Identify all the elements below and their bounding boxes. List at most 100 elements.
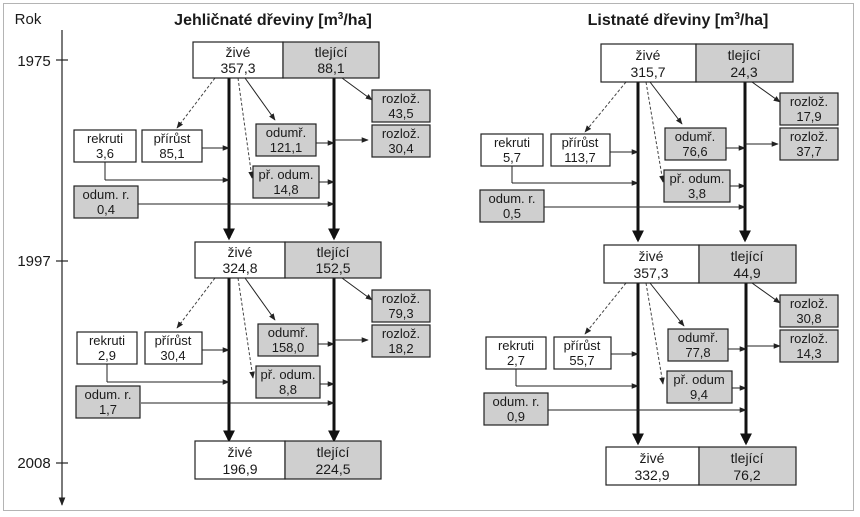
recruits-box-conifer-1: rekruti 3,6: [73, 129, 137, 163]
natural-mortality-box-conifer-1: př. odum. 14,8: [252, 165, 320, 199]
mortality-box-conifer-2: odumř. 158,0: [257, 323, 319, 357]
svg-text:24,3: 24,3: [730, 64, 757, 80]
svg-text:85,1: 85,1: [159, 146, 184, 161]
decay-box-conifer-2b: rozlož. 18,2: [371, 324, 431, 358]
svg-text:14,3: 14,3: [796, 346, 821, 361]
decay-box-broadleaf-1b: rozlož. 37,7: [779, 127, 839, 161]
svg-text:3,8: 3,8: [688, 186, 706, 201]
svg-text:0,9: 0,9: [507, 409, 525, 424]
decay-box-conifer-2a: rozlož. 79,3: [371, 289, 431, 323]
svg-text:odumř.: odumř.: [678, 330, 718, 345]
panel-title-broadleaf: Listnaté dřeviny [m3/ha]: [588, 11, 769, 29]
panel-conifer: Jehličnaté dřeviny [m3/ha]: [73, 11, 431, 480]
svg-text:živé: živé: [640, 450, 665, 466]
svg-text:odumř.: odumř.: [268, 325, 308, 340]
svg-text:živé: živé: [228, 444, 253, 460]
svg-text:rekruti: rekruti: [494, 135, 530, 150]
svg-text:357,3: 357,3: [220, 60, 255, 76]
increment-box-conifer-1: přírůst 85,1: [141, 129, 203, 163]
year-label-1997: 1997: [17, 253, 50, 270]
svg-text:113,7: 113,7: [564, 150, 596, 165]
svg-text:0,5: 0,5: [503, 206, 521, 221]
panel-title-conifer: Jehličnaté dřeviny [m3/ha]: [174, 11, 372, 29]
stock-box-broadleaf-1975: živé 315,7 tlející 24,3: [600, 43, 794, 83]
svg-text:rozlož.: rozlož.: [382, 91, 420, 106]
decay-box-broadleaf-1a: rozlož. 17,9: [779, 92, 839, 126]
svg-text:př. odum.: př. odum.: [259, 167, 314, 182]
stock-box-conifer-1975: živé 357,3 tlející 88,1: [192, 41, 380, 79]
svg-text:152,5: 152,5: [315, 260, 350, 276]
svg-text:živé: živé: [226, 44, 251, 60]
increment-box-broadleaf-1: přírůst 113,7: [550, 133, 611, 167]
svg-text:rekruti: rekruti: [498, 338, 534, 353]
stock-box-conifer-1997: živé 324,8 tlející 152,5: [194, 241, 382, 279]
arrows-conifer-period-1: [104, 77, 373, 241]
svg-text:př. odum: př. odum: [673, 372, 724, 387]
svg-text:324,8: 324,8: [222, 260, 257, 276]
decay-box-broadleaf-2a: rozlož. 30,8: [779, 294, 839, 328]
svg-text:odum. r.: odum. r.: [83, 187, 130, 202]
stock-box-broadleaf-2008: živé 332,9 tlející 76,2: [605, 446, 797, 486]
svg-text:357,3: 357,3: [633, 265, 668, 281]
svg-text:224,5: 224,5: [315, 461, 350, 477]
svg-text:rozlož.: rozlož.: [790, 296, 828, 311]
natural-mortality-box-broadleaf-1: př. odum. 3,8: [663, 169, 731, 203]
svg-text:315,7: 315,7: [630, 64, 665, 80]
svg-text:30,4: 30,4: [160, 348, 185, 363]
recruits-box-conifer-2: rekruti 2,9: [76, 331, 138, 365]
recruits-box-broadleaf-1: rekruti 5,7: [480, 133, 544, 167]
arrows-conifer-period-2: [106, 277, 373, 443]
decay-box-conifer-1a: rozlož. 43,5: [371, 89, 431, 123]
svg-text:14,8: 14,8: [273, 182, 298, 197]
svg-text:rozlož.: rozlož.: [790, 331, 828, 346]
svg-text:76,2: 76,2: [733, 467, 760, 483]
increment-box-broadleaf-2: přírůst 55,7: [553, 336, 612, 370]
svg-text:30,8: 30,8: [796, 311, 821, 326]
svg-text:rozlož.: rozlož.: [790, 94, 828, 109]
svg-text:odum. r.: odum. r.: [493, 394, 540, 409]
mortality-box-conifer-1: odumř. 121,1: [255, 123, 317, 157]
svg-text:2,7: 2,7: [507, 353, 525, 368]
mortality-recruits-box-conifer-2: odum. r. 1,7: [75, 385, 141, 419]
natural-mortality-box-conifer-2: př. odum. 8,8: [255, 365, 321, 399]
svg-text:18,2: 18,2: [388, 341, 413, 356]
svg-text:9,4: 9,4: [690, 387, 708, 402]
mortality-box-broadleaf-2: odumř. 77,8: [667, 328, 729, 362]
svg-text:332,9: 332,9: [634, 467, 669, 483]
svg-text:rozlož.: rozlož.: [790, 129, 828, 144]
svg-text:přírůst: přírůst: [154, 131, 191, 146]
svg-text:0,4: 0,4: [97, 202, 115, 217]
decay-box-broadleaf-2b: rozlož. 14,3: [779, 329, 839, 363]
increment-box-conifer-2: přírůst 30,4: [144, 331, 203, 365]
svg-text:37,7: 37,7: [796, 144, 821, 159]
svg-text:158,0: 158,0: [272, 340, 305, 355]
svg-text:přírůst: přírůst: [562, 135, 599, 150]
svg-text:přírůst: přírůst: [155, 333, 192, 348]
svg-text:tlející: tlející: [315, 44, 348, 60]
svg-text:př. odum.: př. odum.: [261, 367, 316, 382]
svg-text:živé: živé: [639, 248, 664, 264]
axis-title: Rok: [15, 11, 42, 28]
svg-text:rozlož.: rozlož.: [382, 291, 420, 306]
mortality-box-broadleaf-1: odumř. 76,6: [664, 127, 727, 161]
svg-text:3,6: 3,6: [96, 146, 114, 161]
svg-text:tlející: tlející: [728, 47, 761, 63]
svg-text:př. odum.: př. odum.: [670, 171, 725, 186]
stock-box-broadleaf-1997: živé 357,3 tlející 44,9: [603, 244, 797, 284]
mortality-recruits-box-broadleaf-1: odum. r. 0,5: [479, 189, 545, 223]
svg-text:5,7: 5,7: [503, 150, 521, 165]
svg-text:tlející: tlející: [317, 444, 350, 460]
svg-text:8,8: 8,8: [279, 382, 297, 397]
svg-text:79,3: 79,3: [388, 306, 413, 321]
svg-text:196,9: 196,9: [222, 461, 257, 477]
svg-text:rekruti: rekruti: [87, 131, 123, 146]
svg-text:88,1: 88,1: [317, 60, 344, 76]
svg-text:30,4: 30,4: [388, 141, 413, 156]
mortality-recruits-box-conifer-1: odum. r. 0,4: [73, 185, 139, 219]
svg-text:44,9: 44,9: [733, 265, 760, 281]
svg-text:přírůst: přírůst: [564, 338, 601, 353]
year-axis: Rok 1975 1997 2008: [15, 11, 68, 506]
svg-text:tlející: tlející: [731, 248, 764, 264]
